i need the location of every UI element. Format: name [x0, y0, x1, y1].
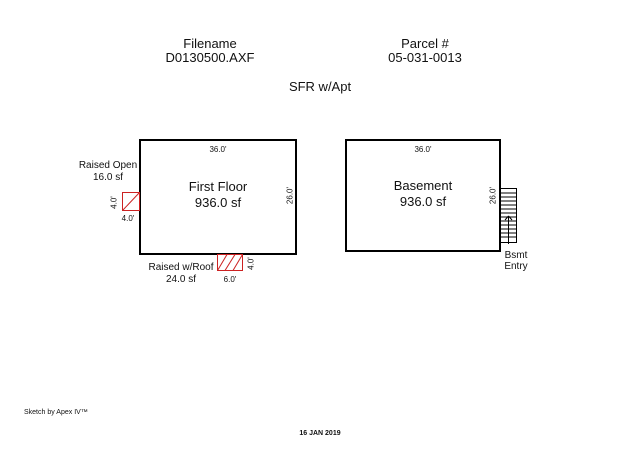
basement-area: 936.0 sf: [399, 194, 447, 209]
software-credit: Sketch by Apex IV™: [24, 409, 88, 416]
basement-name: Basement: [393, 178, 453, 193]
first-floor-area: 936.0 sf: [194, 195, 242, 210]
bsmt-entry-line2: Entry: [504, 261, 528, 272]
raised-open-side-b-dim: 4.0': [121, 214, 135, 223]
filename-value: D0130500.AXF: [165, 50, 255, 65]
property-type: SFR w/Apt: [288, 79, 352, 94]
stairs-icon: [500, 188, 517, 244]
filename-label: Filename: [183, 36, 237, 51]
raised-roof-width-dim: 6.0': [223, 275, 237, 284]
raised-roof-area: 24.0 sf: [165, 274, 197, 285]
raised-roof-name: Raised w/Roof: [148, 262, 214, 273]
sketch-date: 16 JAN 2019: [299, 430, 341, 437]
raised-open-side-a-dim: 4.0': [109, 196, 119, 209]
first-floor-width-dim: 36.0': [209, 145, 227, 154]
raised-open-area: 16.0 sf: [92, 172, 124, 183]
first-floor-name: First Floor: [188, 179, 248, 194]
raised-roof-hatch: [217, 254, 243, 271]
first-floor-depth-dim: 26.0': [285, 186, 295, 205]
first-floor-room: 36.0' First Floor 936.0 sf 26.0': [139, 139, 297, 255]
raised-open-hatch: [122, 192, 140, 211]
parcel-label: Parcel #: [401, 36, 449, 51]
parcel-value: 05-031-0013: [388, 50, 462, 65]
bsmt-entry-line1: Bsmt: [504, 250, 528, 261]
raised-open-name: Raised Open: [78, 160, 138, 171]
raised-roof-depth-dim: 4.0': [246, 257, 256, 270]
basement-width-dim: 36.0': [414, 145, 432, 154]
basement-room: 36.0' Basement 936.0 sf 26.0': [345, 139, 501, 252]
basement-depth-dim: 26.0': [488, 186, 498, 205]
